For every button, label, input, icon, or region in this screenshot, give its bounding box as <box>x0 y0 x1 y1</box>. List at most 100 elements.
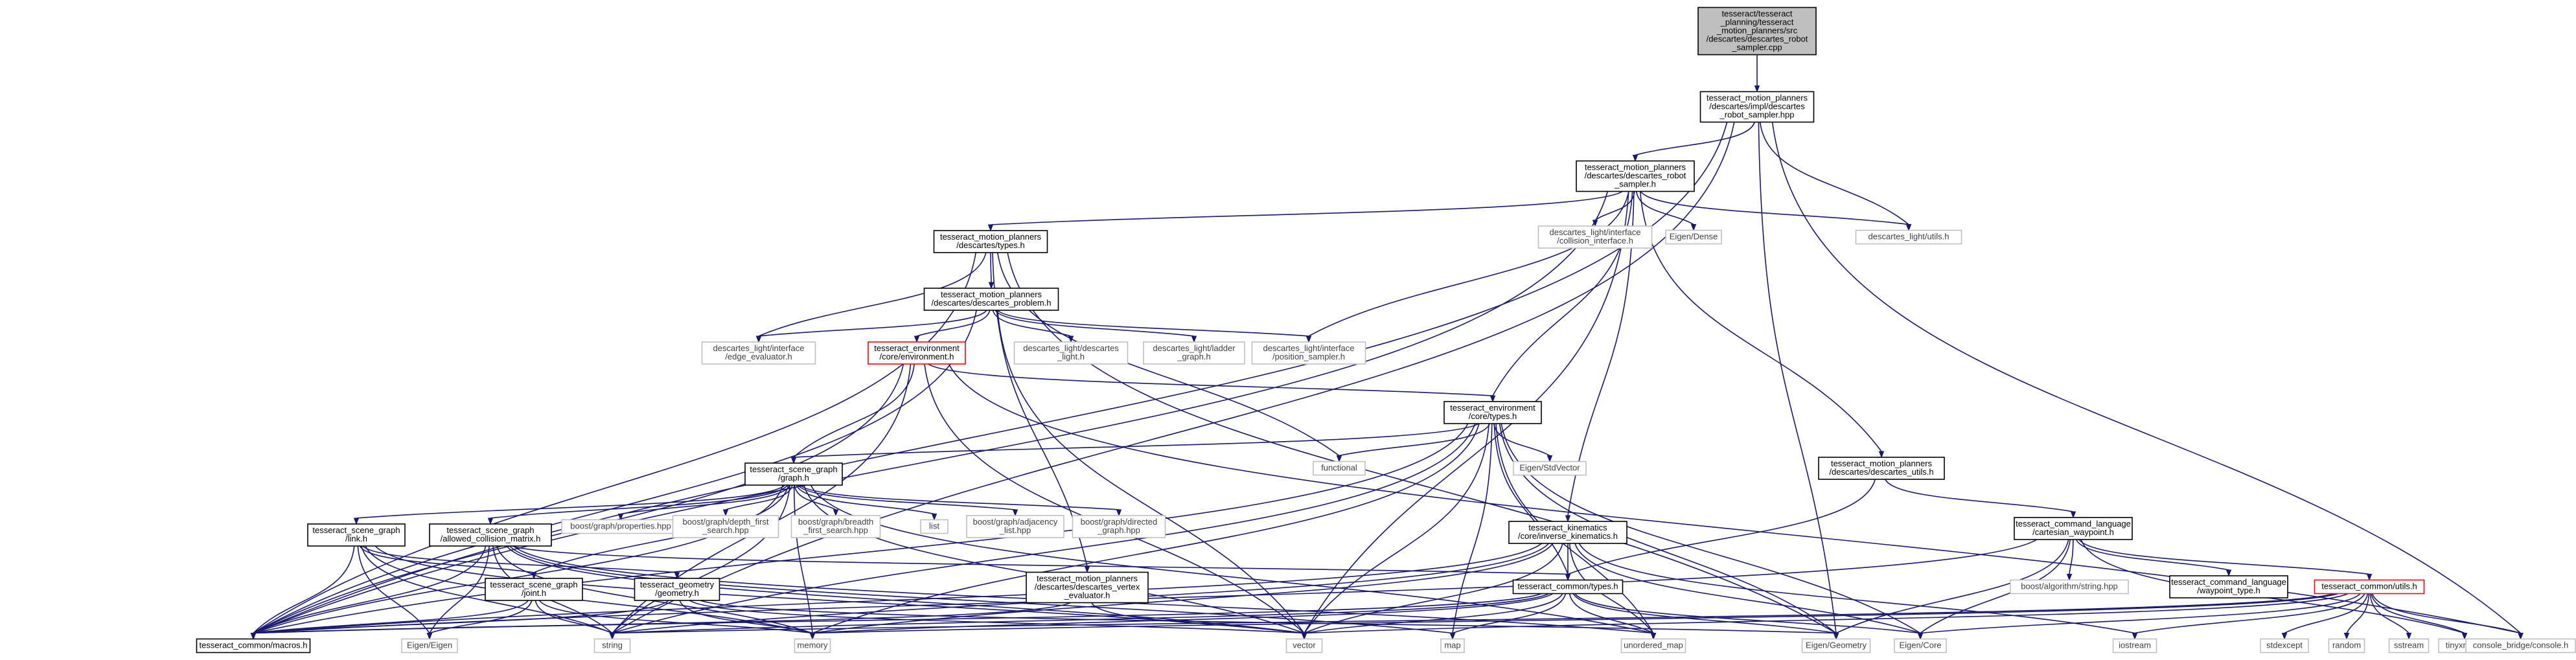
edge-link-h-to-joint-h <box>359 545 535 573</box>
edge-link-h-to-vector <box>374 545 1305 634</box>
edge-geometry-h-to-vector <box>689 600 1305 634</box>
node-box-collision-interface <box>1537 225 1653 249</box>
node-box-bfs-hpp <box>790 515 881 538</box>
edge-graph-h-to-list <box>796 484 935 515</box>
node-robot-sampler-h[interactable]: tesseract_motion_planners/descartes/desc… <box>1576 160 1695 192</box>
node-label-vertex-eval-line-2: /descartes/descartes_vertex <box>1035 582 1140 592</box>
node-label-adj-list-hpp-line-1: boost/graph/adjacency <box>973 517 1058 527</box>
node-string: string <box>593 638 631 654</box>
node-label-props-hpp-line-1: boost/graph/properties.hpp <box>570 521 671 531</box>
node-label-eigen-geometry-line-1: Eigen/Geometry <box>1806 641 1867 650</box>
node-label-link-h-line-2: /link.h <box>345 534 367 543</box>
edge-cartesian-wp-to-waypoint-type <box>2076 539 2229 571</box>
edge-common-utils-to-memory <box>812 593 2339 634</box>
edge-impl-sampler-hpp-to-eigen-geometry <box>1758 122 1837 633</box>
node-label-dfs-hpp-line-1: boost/graph/depth_first <box>683 517 769 527</box>
edge-common-types-to-unordered-map <box>1569 593 1654 634</box>
node-box-vector <box>1285 638 1323 654</box>
node-label-algo-string-line-1: boost/algorithm/string.hpp <box>2021 582 2118 591</box>
edge-mp-utils-h-to-common-types <box>1567 479 1876 575</box>
node-label-ladder-graph-line-2: _graph.h <box>1177 352 1210 361</box>
node-impl-sampler-hpp[interactable]: tesseract_motion_planners/descartes/impl… <box>1699 91 1815 123</box>
arrowhead-common-utils-to-eigen-core <box>1917 633 1924 640</box>
edge-common-utils-to-string <box>612 593 2335 634</box>
node-cartesian-wp[interactable]: tesseract_command_language/cartesian_way… <box>2014 517 2133 540</box>
node-label-dl-descartes-line-2: _light.h <box>1057 352 1085 361</box>
arrowhead-graph-h-to-list <box>931 514 937 521</box>
node-graph-h[interactable]: tesseract_scene_graph/graph.h <box>744 462 843 486</box>
node-label-acm-h-line-2: /allowed_collision_matrix.h <box>441 534 541 543</box>
edge-types-h-mp-to-edge-evaluator <box>758 252 987 337</box>
node-link-h[interactable]: tesseract_scene_graph/link.h <box>307 523 406 547</box>
node-box-console-h <box>2465 638 2576 654</box>
edge-robot-sampler-h-to-types-h-mp <box>990 190 1623 225</box>
edge-env-types-h-to-graph-h <box>793 423 1479 458</box>
node-label-problem-h-line-2: /descartes/descartes_problem.h <box>932 298 1052 308</box>
edge-problem-h-to-ladder-graph <box>995 310 1195 337</box>
node-joint-h[interactable]: tesseract_scene_graph/joint.h <box>485 578 583 601</box>
node-box-graph-h <box>744 462 843 486</box>
edge-joint-h-to-macros-h <box>253 600 529 634</box>
node-label-sstream-line-1: sstream <box>2394 641 2424 650</box>
node-env-types-h[interactable]: tesseract_environment/core/types.h <box>1443 401 1542 424</box>
edge-graph-h-to-bfs-hpp <box>794 484 836 510</box>
edge-ik-h-to-string <box>612 543 1550 634</box>
node-acm-h[interactable]: tesseract_scene_graph/allowed_collision_… <box>429 523 552 547</box>
node-label-types-h-mp-line-1: tesseract_motion_planners <box>940 232 1042 242</box>
node-box-common-utils <box>2314 579 2425 595</box>
node-label-stdexcept-line-1: stdexcept <box>2266 641 2303 650</box>
node-label-mp-utils-h-line-2: /descartes/descartes_utils.h <box>1829 467 1933 477</box>
node-geometry-h[interactable]: tesseract_geometry/geometry.h <box>634 578 720 601</box>
arrowhead-common-utils-to-console-h <box>2518 633 2524 640</box>
node-label-cartesian-wp-line-1: tesseract_command_language <box>2016 519 2131 529</box>
node-label-env-types-h-line-2: /core/types.h <box>1469 411 1517 421</box>
node-label-list-line-1: list <box>929 521 939 531</box>
node-macros-h[interactable]: tesseract_common/macros.h <box>196 638 311 654</box>
node-box-adj-list-hpp <box>966 515 1064 538</box>
edge-env-h-to-vector <box>924 363 1305 634</box>
node-root[interactable]: tesseract/tesseract_planning/tesseract_m… <box>1697 6 1817 56</box>
node-stdexcept: stdexcept <box>2260 638 2309 654</box>
arrowhead-env-types-h-to-eigen-stdvector <box>1547 455 1553 462</box>
node-label-eigen-eigen-line-1: Eigen/Eigen <box>407 641 452 650</box>
node-label-robot-sampler-h-line-2: /descartes/descartes_robot <box>1585 171 1686 181</box>
node-unordered-map: unordered_map <box>1620 638 1686 654</box>
edge-acm-h-to-map <box>509 545 1453 634</box>
node-box-robot-sampler-h <box>1576 160 1695 192</box>
node-common-types[interactable]: tesseract_common/types.h <box>1512 579 1624 595</box>
node-label-cartesian-wp-line-2: /cartesian_waypoint.h <box>2032 527 2114 537</box>
node-problem-h[interactable]: tesseract_motion_planners/descartes/desc… <box>923 288 1059 311</box>
node-box-ik-h <box>1508 521 1627 544</box>
arrowhead-common-utils-to-string <box>609 633 615 640</box>
node-label-edge-evaluator-line-2: /edge_evaluator.h <box>725 352 792 361</box>
edge-common-utils-to-console-h <box>2371 593 2521 634</box>
node-types-h-mp[interactable]: tesseract_motion_planners/descartes/type… <box>933 230 1048 253</box>
node-waypoint-type[interactable]: tesseract_command_language/waypoint_type… <box>2169 575 2288 598</box>
node-functional: functional <box>1313 461 1366 476</box>
arrowhead-root-to-impl-sampler-hpp <box>1754 85 1760 93</box>
arrowhead-cartesian-wp-to-algo-string <box>2066 574 2073 581</box>
node-common-utils[interactable]: tesseract_common/utils.h <box>2314 579 2425 595</box>
node-box-random <box>2328 638 2365 654</box>
node-label-iostream-line-1: iostream <box>2119 641 2151 650</box>
node-sstream: sstream <box>2388 638 2430 654</box>
node-label-dl-utils-line-1: descartes_light/utils.h <box>1868 232 1949 242</box>
arrowhead-common-utils-to-iostream <box>2132 633 2138 640</box>
node-label-geometry-h-line-1: tesseract_geometry <box>640 580 715 589</box>
node-dfs-hpp: boost/graph/depth_first_search.hpp <box>672 515 779 538</box>
node-vertex-eval[interactable]: tesseract_motion_planners/descartes/desc… <box>1026 571 1149 604</box>
arrowhead-problem-h-to-env-h <box>914 336 920 343</box>
node-ik-h[interactable]: tesseract_kinematics/core/inverse_kinema… <box>1508 521 1627 544</box>
edge-cartesian-wp-to-algo-string <box>2069 539 2074 575</box>
edge-acm-h-to-unordered-map <box>513 545 1654 634</box>
arrowhead-common-types-to-map <box>1449 633 1456 640</box>
node-iostream: iostream <box>2112 638 2157 654</box>
edge-joint-h-to-string <box>535 600 613 634</box>
arrowhead-graph-h-to-acm-h <box>487 518 494 525</box>
arrowhead-common-utils-to-random <box>2343 633 2350 640</box>
edge-acm-h-to-common-types <box>512 545 1569 575</box>
node-mp-utils-h[interactable]: tesseract_motion_planners/descartes/desc… <box>1818 457 1945 480</box>
node-env-h[interactable]: tesseract_environment/core/environment.h <box>868 341 966 365</box>
edge-problem-h-to-env-h <box>916 310 991 337</box>
edge-graph-h-to-props-hpp <box>620 484 791 515</box>
